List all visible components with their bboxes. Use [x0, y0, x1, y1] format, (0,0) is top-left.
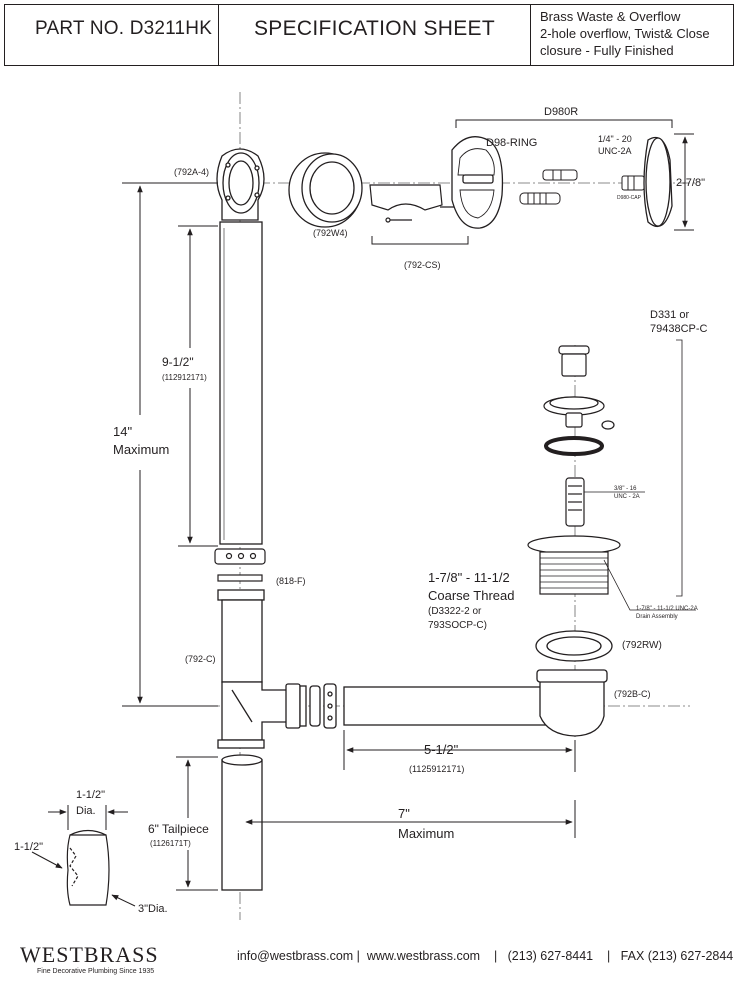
- label-screw-spec: UNC-2A: [598, 146, 632, 156]
- cap-dimension: [674, 133, 694, 231]
- label-inset-height: 1-1/2": [14, 841, 43, 853]
- label-9-5-part: (112912171): [162, 373, 207, 382]
- sheet-title: SPECIFICATION SHEET: [253, 17, 495, 40]
- shoe-dimension: [343, 730, 576, 772]
- description-line: 2-hole overflow, Twist& Close: [540, 26, 710, 41]
- label-7: 7": [398, 806, 410, 821]
- label-tail-dia: 1-1/2": [76, 789, 105, 801]
- label-792w4: (792W4): [313, 228, 348, 238]
- description-line: Brass Waste & Overflow: [540, 9, 681, 24]
- reach-dimension: [245, 800, 576, 838]
- label-cap-dim: 2-7/8": [676, 177, 705, 189]
- label-tail-dia2: Dia.: [76, 805, 96, 817]
- title-cell: SPECIFICATION SHEET: [219, 5, 531, 65]
- d331-bracket: [584, 339, 696, 611]
- height-dimension: [122, 182, 218, 707]
- overflow-elbow: [216, 148, 265, 221]
- drain-shoe: [343, 669, 608, 737]
- drain-gasket: [535, 630, 613, 662]
- tailpiece-inset: [31, 805, 136, 907]
- label-thread-part: (D3322-2 or: [428, 606, 482, 617]
- label-d98-ring: D98-RING: [486, 137, 537, 149]
- description-line: closure - Fully Finished: [540, 43, 674, 58]
- label-thread-part: 793SOCP-C): [428, 620, 487, 631]
- label-cap: D980-CAP: [617, 195, 642, 201]
- tailpiece-dimension: [176, 756, 218, 891]
- label-screw-spec: 1/4" - 20: [598, 134, 632, 144]
- header-table: PART NO. D3211HK SPECIFICATION SHEET Bra…: [4, 4, 734, 66]
- overflow-pipe: [219, 221, 263, 545]
- technical-drawing: D980R D98-RING 1/4" - 20 UNC-2A D980-CAP…: [14, 92, 708, 920]
- part-number-cell: PART NO. D3211HK: [5, 5, 219, 65]
- label-d980r: D980R: [544, 106, 578, 118]
- label-thread: Coarse Thread: [428, 588, 514, 603]
- label-drain-spec: 1-7/8" - 11-1/2 UNC-2A: [636, 606, 698, 612]
- label-792bc: (792B-C): [614, 689, 651, 699]
- drain-body: [527, 535, 621, 595]
- footer: WESTBRASS Fine Decorative Plumbing Since…: [0, 934, 738, 990]
- label-7-max: Maximum: [398, 826, 454, 841]
- label-rod-spec: UNC - 2A: [614, 494, 640, 500]
- cover-screws: [519, 169, 645, 205]
- label-5-5-part: (1125912171): [409, 764, 464, 774]
- label-5-5: 5-1/2": [424, 742, 459, 757]
- slip-nut-washer: [214, 548, 266, 582]
- overflow-gasket: [288, 152, 363, 228]
- brand-tagline: Fine Decorative Plumbing Since 1935: [37, 968, 155, 975]
- description-cell: Brass Waste & Overflow 2-hole overflow, …: [531, 5, 735, 65]
- label-tailpiece: 6" Tailpiece: [148, 822, 209, 836]
- label-tailpiece-part: (1126171T): [150, 839, 191, 848]
- brand-logo: WESTBRASS: [20, 942, 159, 967]
- label-792cs: (792-CS): [404, 260, 441, 270]
- overflow-ring: [451, 136, 504, 229]
- centerlines: [128, 92, 695, 920]
- label-drain-assembly: Drain Assembly: [636, 614, 678, 620]
- label-d331: D331 or: [650, 309, 689, 321]
- label-rod-spec: 3/8" - 16: [614, 486, 637, 492]
- d980r-bracket: [371, 119, 673, 245]
- stopper-assembly: [543, 345, 615, 527]
- waste-tee: [217, 589, 337, 749]
- part-number: PART NO. D3211HK: [35, 18, 213, 39]
- product-description: Brass Waste & Overflow 2-hole overflow, …: [540, 8, 710, 59]
- label-818f: (818-F): [276, 576, 306, 586]
- tailpiece: [221, 754, 263, 891]
- contact-info: info@westbrass.com | www.westbrass.com |…: [237, 949, 734, 963]
- label-14-max: Maximum: [113, 442, 169, 457]
- label-792a4: (792A-4): [174, 167, 209, 177]
- label-14: 14": [113, 424, 132, 439]
- label-792rw: (792RW): [622, 640, 662, 651]
- label-9-5: 9-1/2": [162, 355, 194, 369]
- overflow-cap: [643, 136, 673, 227]
- label-792c: (792-C): [185, 654, 216, 664]
- label-inset-dia: 3"Dia.: [138, 903, 168, 915]
- drawing-labels: D980R D98-RING 1/4" - 20 UNC-2A D980-CAP…: [14, 106, 708, 915]
- label-d331-alt: 79438CP-C: [650, 323, 708, 335]
- label-thread: 1-7/8" - 11-1/2: [428, 570, 510, 585]
